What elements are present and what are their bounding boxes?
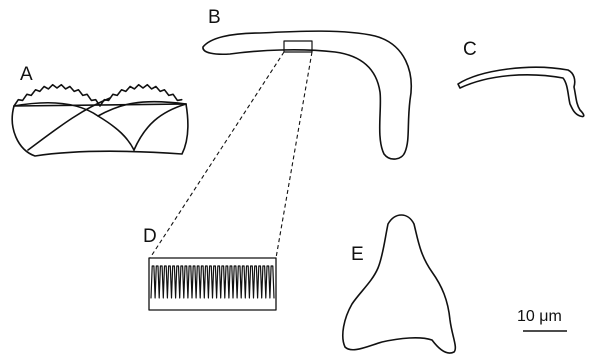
- scale-bar-label: 10 μm: [517, 309, 562, 325]
- structure-a: [12, 85, 188, 156]
- structure-e: [343, 215, 456, 353]
- connector-left: [150, 52, 284, 258]
- structure-c: [458, 67, 584, 116]
- comb-teeth: [151, 266, 274, 298]
- structure-b: [203, 31, 411, 159]
- label-d: D: [143, 227, 157, 246]
- label-b: B: [208, 8, 221, 27]
- label-a: A: [20, 65, 33, 84]
- connector-right: [276, 52, 312, 258]
- label-e: E: [351, 245, 364, 264]
- structure-d: [149, 258, 276, 310]
- label-c: C: [463, 40, 477, 59]
